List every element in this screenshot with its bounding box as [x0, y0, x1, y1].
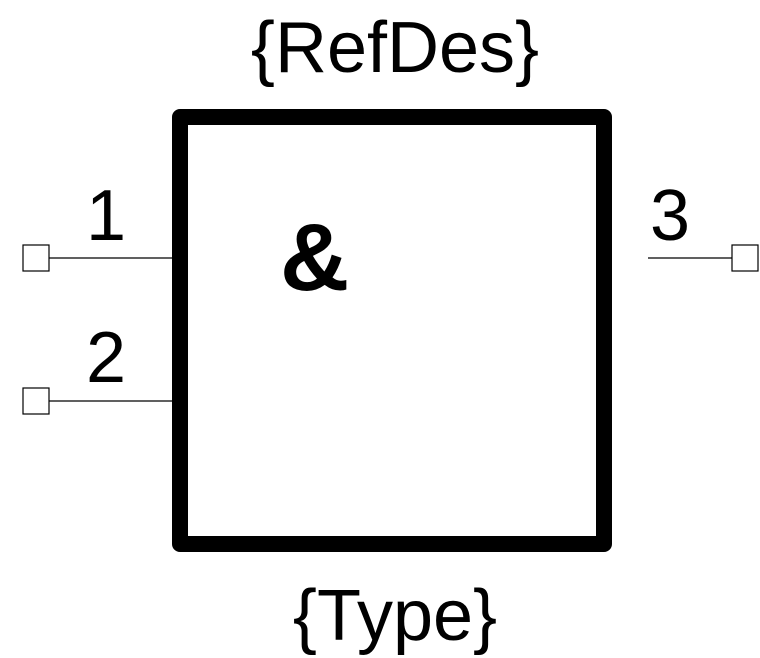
- pin-1-terminal[interactable]: [22, 244, 50, 272]
- gate-body: [172, 109, 612, 552]
- pin-3-terminal[interactable]: [731, 244, 759, 272]
- pin-1-number: 1: [86, 176, 127, 256]
- refdes-label: {RefDes}: [250, 8, 540, 88]
- pin-3-number: 3: [650, 176, 691, 256]
- function-symbol: &: [280, 204, 350, 311]
- pin-2-terminal[interactable]: [22, 387, 50, 415]
- type-label: {Type}: [292, 576, 498, 656]
- pin-2-number: 2: [86, 318, 127, 398]
